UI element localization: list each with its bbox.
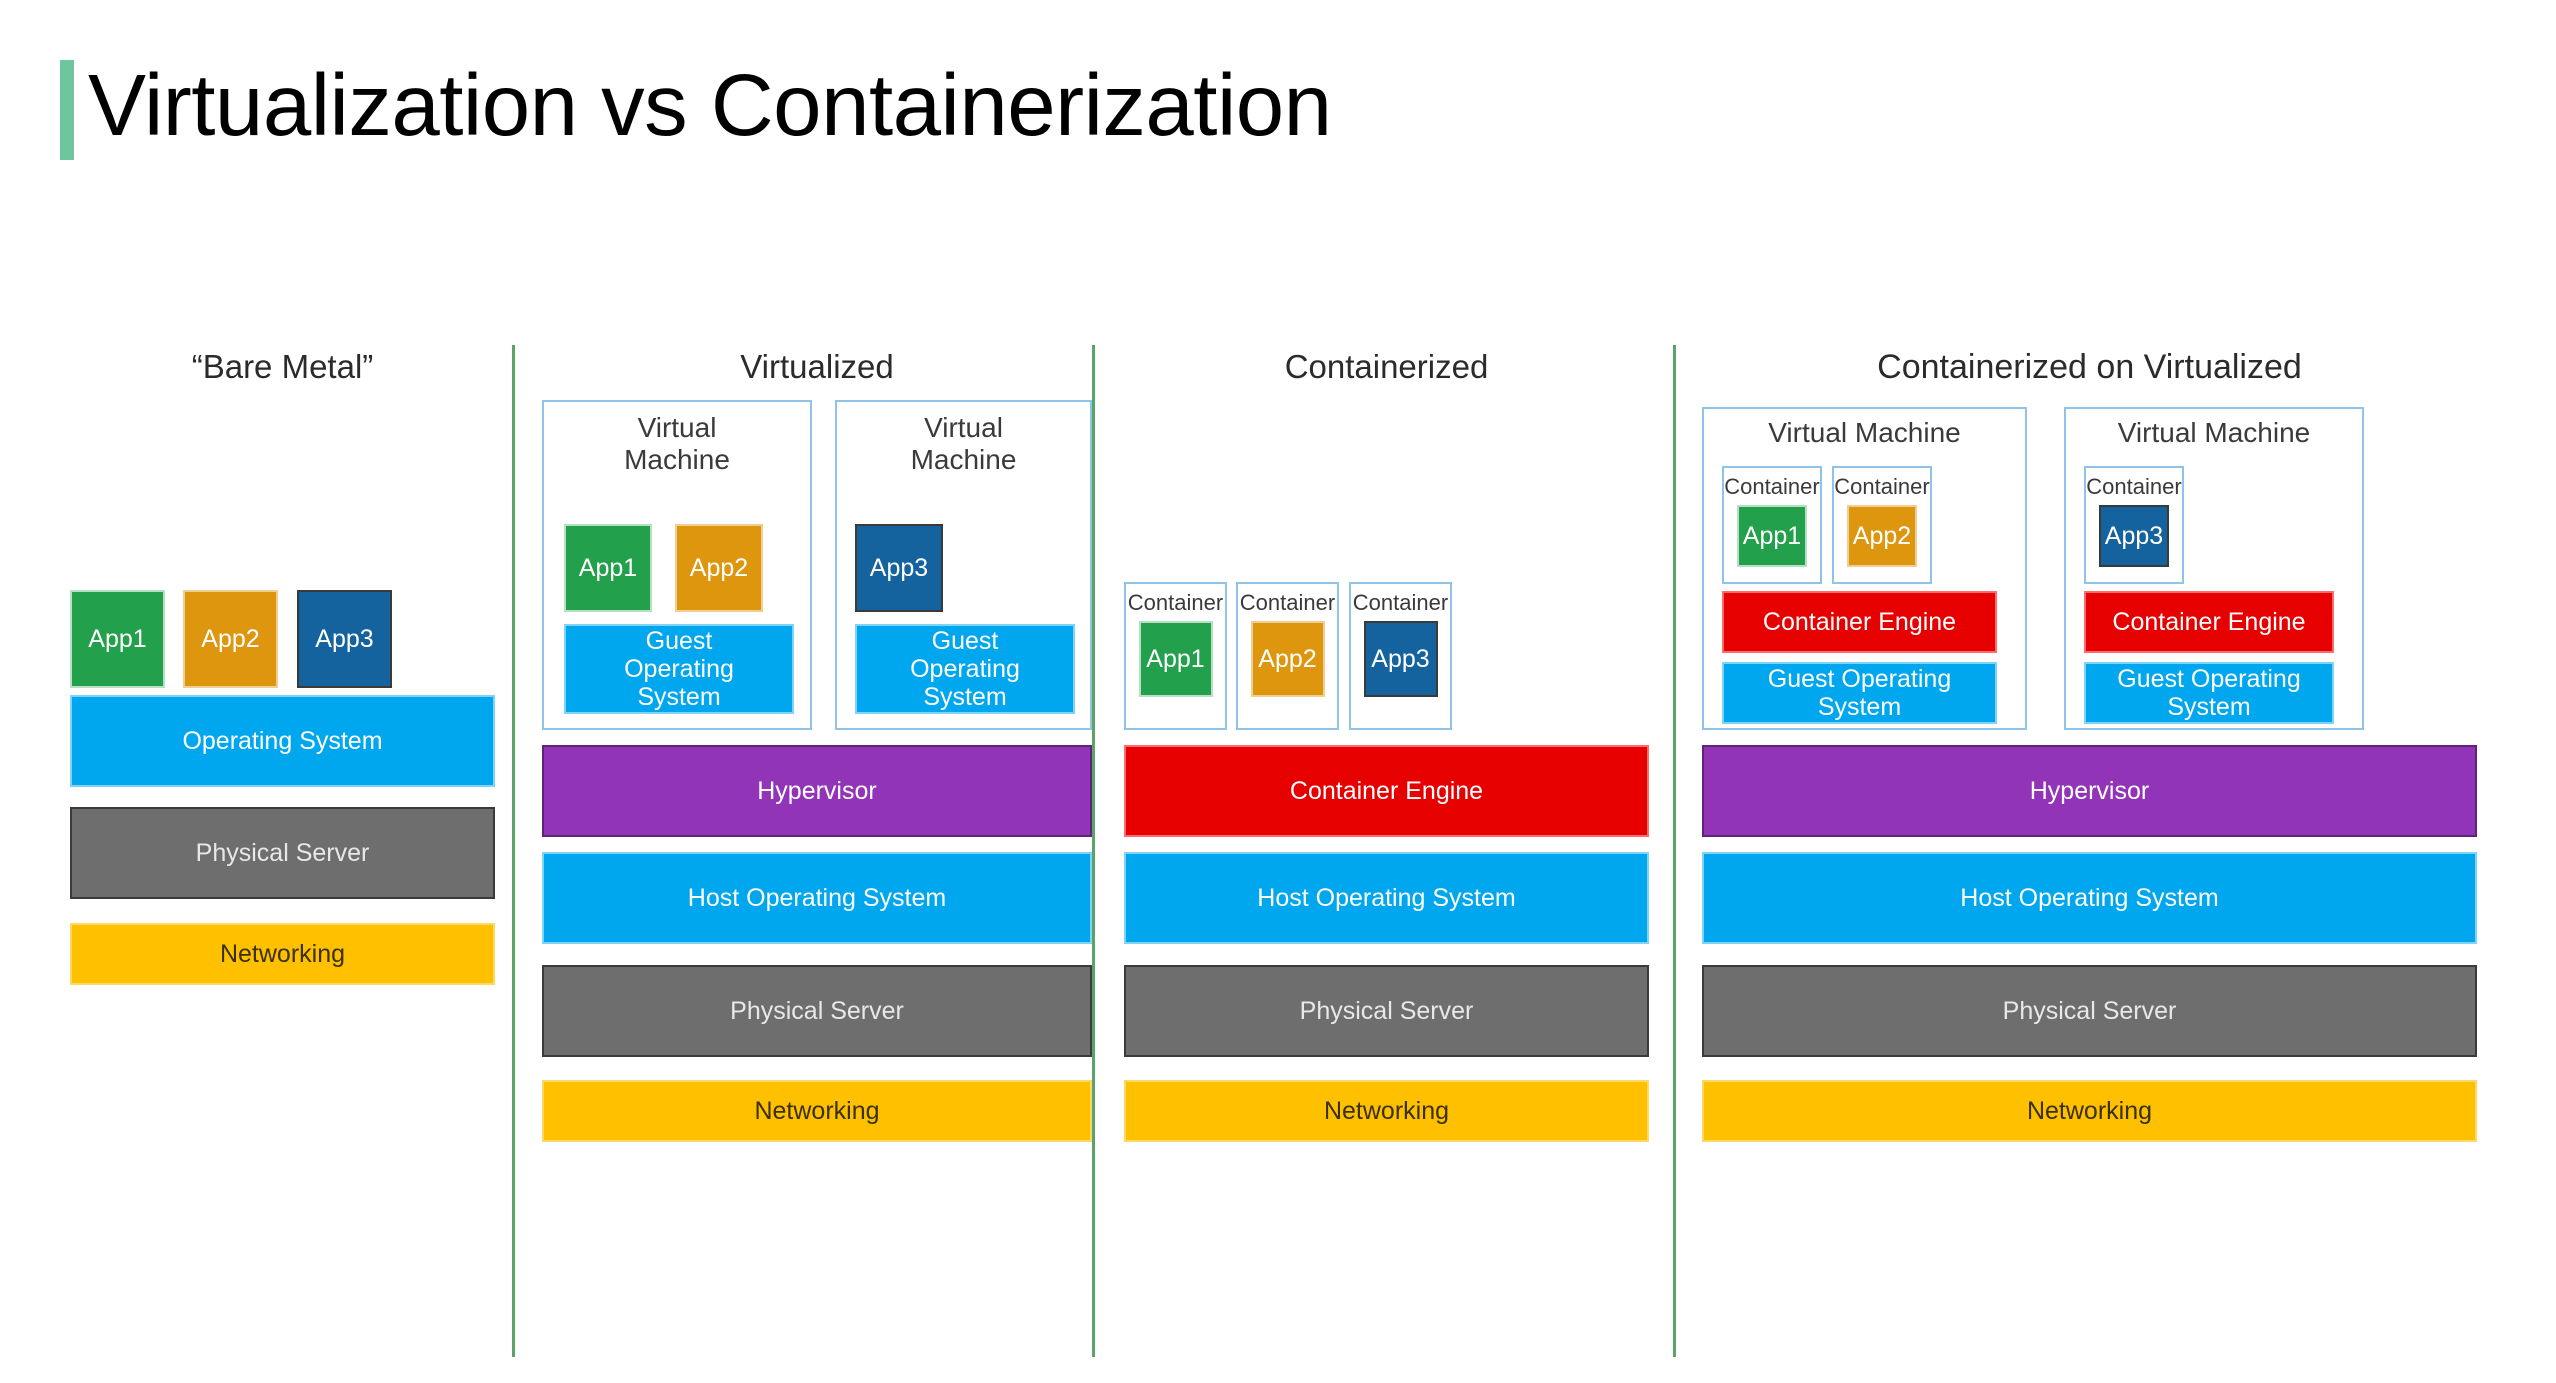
column-header-virtualized: Virtualized (740, 348, 894, 385)
column-divider-1 (512, 345, 515, 1357)
layer-physical-server: Physical Server (70, 807, 495, 899)
layer-networking: Networking (1702, 1080, 2477, 1142)
layer-networking: Networking (542, 1080, 1092, 1142)
layer-operating-system: Operating System (70, 695, 495, 787)
layer-container-engine: Container Engine (1124, 745, 1649, 837)
page-title: Virtualization vs Containerization (88, 57, 1332, 154)
container-title: Container (1834, 474, 1930, 499)
column-header-containerized: Containerized (1284, 348, 1489, 385)
container-title: Container (1352, 590, 1449, 615)
layer-container-engine: Container Engine (1722, 591, 1997, 653)
column-containerized-on-virtualized: Containerized on Virtualized Virtual Mac… (1702, 345, 2477, 1142)
app-box-app1: App1 (564, 524, 652, 612)
vm-title: Virtual Machine (2117, 417, 2311, 448)
virtual-machine-box-1: Virtual Machine Container App1 Container… (1702, 407, 2027, 730)
container-box-2: Container App2 (1236, 582, 1339, 730)
container-title: Container (1239, 590, 1336, 615)
title-area: Virtualization vs Containerization (0, 0, 2556, 220)
column-bare-metal: “Bare Metal” App1 App2 App3 Operating Sy… (70, 345, 495, 985)
container-title: Container (1724, 474, 1820, 499)
app-box-app3: App3 (1363, 621, 1438, 697)
layer-networking: Networking (1124, 1080, 1649, 1142)
app-box-app2: App2 (1847, 505, 1917, 567)
vm-title: Virtual Machine (910, 412, 1017, 476)
layer-hypervisor: Hypervisor (542, 745, 1092, 837)
layer-physical-server: Physical Server (1124, 965, 1649, 1057)
app-box-app2: App2 (675, 524, 763, 612)
virtual-machine-box-2: Virtual Machine App3 Guest Operating Sys… (835, 400, 1092, 730)
column-header-containerized-on-virtualized: Containerized on Virtualized (1877, 348, 2302, 386)
column-containerized: Containerized Container App1 Container A… (1124, 345, 1649, 1142)
column-virtualized: Virtualized Virtual Machine App1 App2 Gu… (542, 345, 1092, 1142)
layer-physical-server: Physical Server (1702, 965, 2477, 1057)
bare-metal-apps-row: App1 App2 App3 (70, 590, 495, 688)
layer-host-operating-system: Host Operating System (1702, 852, 2477, 944)
layer-guest-operating-system: Guest Operating System (564, 624, 794, 714)
layer-host-operating-system: Host Operating System (1124, 852, 1649, 944)
app-box-app1: App1 (1737, 505, 1807, 567)
app-box-app3: App3 (855, 524, 943, 612)
column-divider-2 (1092, 345, 1095, 1357)
app-box-app2: App2 (183, 590, 278, 688)
vm-title: Virtual Machine (624, 412, 730, 476)
virtual-machine-box-2: Virtual Machine Container App3 Container… (2064, 407, 2364, 730)
vm-title: Virtual Machine (1768, 417, 1961, 448)
containers-row: Container App1 Container App2 Container … (1124, 582, 1649, 730)
layer-guest-operating-system: Guest Operating System (855, 624, 1075, 714)
title-accent-bar (60, 60, 74, 160)
layer-hypervisor: Hypervisor (1702, 745, 2477, 837)
app-box-app3: App3 (2099, 505, 2169, 567)
layer-guest-operating-system: Guest Operating System (1722, 662, 1997, 724)
column-header-bare-metal: “Bare Metal” (191, 348, 374, 385)
column-divider-3 (1673, 345, 1676, 1357)
container-box-1: Container App1 (1722, 466, 1822, 584)
layer-container-engine: Container Engine (2084, 591, 2334, 653)
app-box-app2: App2 (1250, 621, 1325, 697)
app-box-app1: App1 (1138, 621, 1213, 697)
virtual-machine-box-1: Virtual Machine App1 App2 Guest Operatin… (542, 400, 812, 730)
container-box-1: Container App3 (2084, 466, 2184, 584)
container-box-1: Container App1 (1124, 582, 1227, 730)
container-title: Container (1127, 590, 1224, 615)
layer-physical-server: Physical Server (542, 965, 1092, 1057)
app-box-app1: App1 (70, 590, 165, 688)
container-box-2: Container App2 (1832, 466, 1932, 584)
layer-networking: Networking (70, 923, 495, 985)
container-box-3: Container App3 (1349, 582, 1452, 730)
layer-guest-operating-system: Guest Operating System (2084, 662, 2334, 724)
container-title: Container (2086, 474, 2182, 499)
app-box-app3: App3 (297, 590, 392, 688)
layer-host-operating-system: Host Operating System (542, 852, 1092, 944)
